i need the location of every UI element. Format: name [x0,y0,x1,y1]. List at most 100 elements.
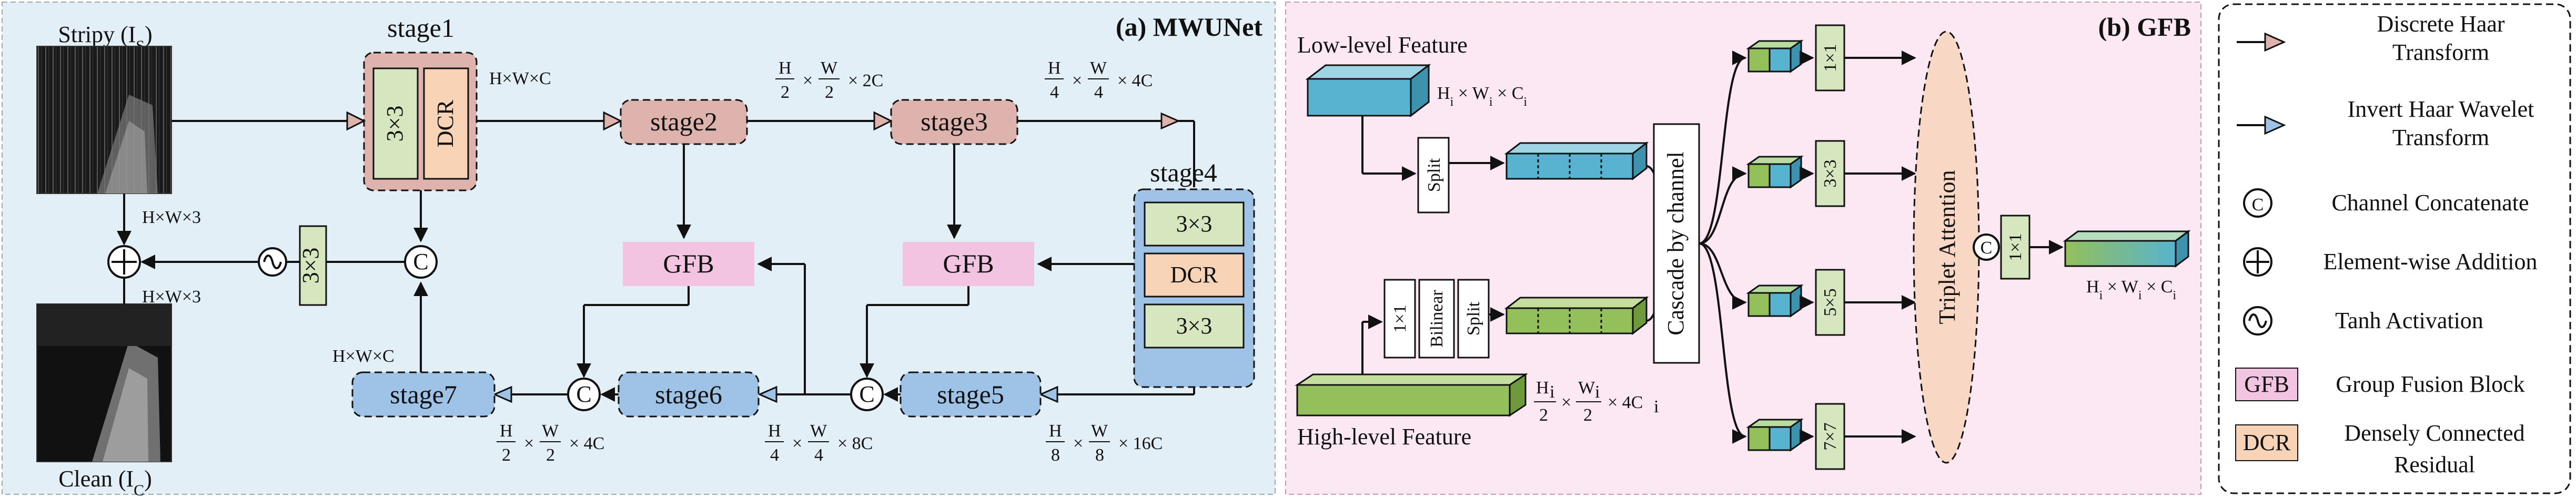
svg-text:Cascade by channel: Cascade by channel [1663,151,1689,335]
stage1-label: stage1 [387,13,454,43]
svg-text:× 4C: × 4C [569,434,604,453]
svg-text:Transform: Transform [2392,39,2489,65]
haar-arrow [1160,112,1180,130]
dims-after-stage3: H 4 × W 4 × 4C [1045,58,1153,102]
legend: Discrete Haar Transform Invert Haar Wave… [2218,3,2571,494]
haar-arrow [603,111,623,131]
haar-arrow [873,111,893,131]
cascade-by-channel [1653,123,1700,364]
svg-text:i: i [1595,382,1600,402]
input-image: Stripy (IS) [36,22,172,194]
legend-frame [2218,3,2571,494]
svg-text:H: H [768,421,781,441]
svg-text:Tanh Activation: Tanh Activation [2335,308,2483,333]
svg-text:C: C [859,381,874,407]
stage2-label: stage2 [650,107,718,136]
svg-text:DCR: DCR [1170,262,1218,288]
stage6-block [618,371,760,418]
inverse-haar-arrow [1038,385,1058,403]
branch-3x3: 3×3 [1746,140,1916,207]
svg-text:× 4C: × 4C [1608,393,1643,412]
split-top [1417,137,1450,214]
branch-5x5: 5×5 [1746,269,1916,336]
concat-icon [2243,188,2272,218]
svg-text:i: i [1550,382,1554,402]
panel-a-title: (a) MWUNet [1116,12,1262,42]
panel-b-title: (b) GFB [2098,12,2191,42]
svg-text:2: 2 [502,445,511,465]
svg-text:C: C [413,249,428,275]
stage5-label: stage5 [937,380,1004,409]
svg-text:8: 8 [1051,445,1060,465]
out-conv-1x1 [2000,215,2031,280]
output-label: Clean (IC) [58,466,152,498]
svg-text:Triplet Attention: Triplet Attention [1934,170,1960,324]
svg-text:×: × [803,71,813,90]
svg-text:3×3: 3×3 [1176,313,1213,339]
svg-text:Group Fusion Block: Group Fusion Block [2336,371,2524,397]
branch-1x1: 1×1 [1746,24,1916,92]
final-conv-3x3 [299,225,327,306]
branch-7x7: 7×7 [1746,403,1916,470]
svg-text:4: 4 [770,445,779,465]
dims-stage5: H 8 × W 8 × 16C [1046,421,1163,465]
inverse-haar-arrow [492,385,512,403]
legend-item-gfb: GFB Group Fusion Block [2235,368,2525,401]
svg-text:× 16C: × 16C [1118,434,1163,453]
stage1-dcr [423,67,469,180]
svg-text:×: × [792,434,802,453]
svg-text:Bilinear: Bilinear [1427,290,1447,348]
svg-text:3×3: 3×3 [382,106,408,142]
svg-text:3×3: 3×3 [1176,211,1213,237]
svg-text:×: × [1073,434,1083,453]
stage7-label: stage7 [390,380,457,409]
svg-text:7×7: 7×7 [1821,422,1840,450]
svg-text:H: H [779,58,792,78]
panel-mwunet: (a) MWUNet Stripy (IS) H×W×3 H×W×3 Clean… [2,2,1276,498]
stage4-label: stage4 [1150,158,1217,187]
svg-text:× 2C: × 2C [848,71,883,90]
svg-text:Split: Split [1464,301,1483,336]
svg-text:1×1: 1×1 [1390,304,1410,332]
legend-item-tanh: Tanh Activation [2243,306,2483,336]
svg-text:C: C [2252,195,2264,215]
high-level-dims: H i 2 × W i 2 × 4C i [1534,378,1659,425]
svg-text:1×1: 1×1 [1821,44,1840,72]
stage7-block [351,371,496,418]
haar-arrow-icon [2264,32,2286,52]
svg-text:W: W [1578,378,1595,398]
high-level-feature-cube [1295,373,1528,417]
high-bilinear [1418,279,1455,359]
stage5-block [900,371,1042,418]
gfb-block-right [903,242,1034,286]
svg-text:H: H [1049,421,1062,441]
svg-text:C: C [1981,238,1993,258]
svg-text:4: 4 [814,445,823,465]
gfb-block-left [623,242,754,286]
inverse-haar-arrow-icon [2264,115,2286,135]
svg-text:Element-wise Addition: Element-wise Addition [2324,249,2538,275]
split-bottom [1457,279,1490,359]
stage3-label: stage3 [921,107,988,136]
svg-text:2: 2 [1583,405,1592,425]
low-split-cubes [1504,141,1649,181]
svg-text:W: W [542,421,559,441]
svg-text:H: H [1536,378,1549,398]
low-level-label: Low-level Feature [1297,32,1468,58]
legend-item-addition: Element-wise Addition [2243,247,2538,277]
legend-item-dcr: DCR Densely Connected Residual [2235,420,2525,477]
svg-text:H: H [500,421,513,441]
svg-text:W: W [821,58,838,78]
output-feature-cube [2063,230,2191,268]
svg-text:Transform: Transform [2392,125,2489,150]
svg-text:GFB: GFB [663,249,714,278]
dims-stage7-frac: H 2 × W 2 × 4C [497,421,604,465]
svg-text:× 8C: × 8C [837,434,873,453]
svg-text:Invert Haar Wavelet: Invert Haar Wavelet [2348,96,2534,122]
legend-item-inverse-haar: Invert Haar Wavelet Transform [2237,96,2534,150]
svg-text:Discrete Haar: Discrete Haar [2377,11,2504,37]
svg-text:GFB: GFB [2244,371,2289,397]
concat-icon [1973,233,2000,261]
svg-text:C: C [576,381,591,407]
